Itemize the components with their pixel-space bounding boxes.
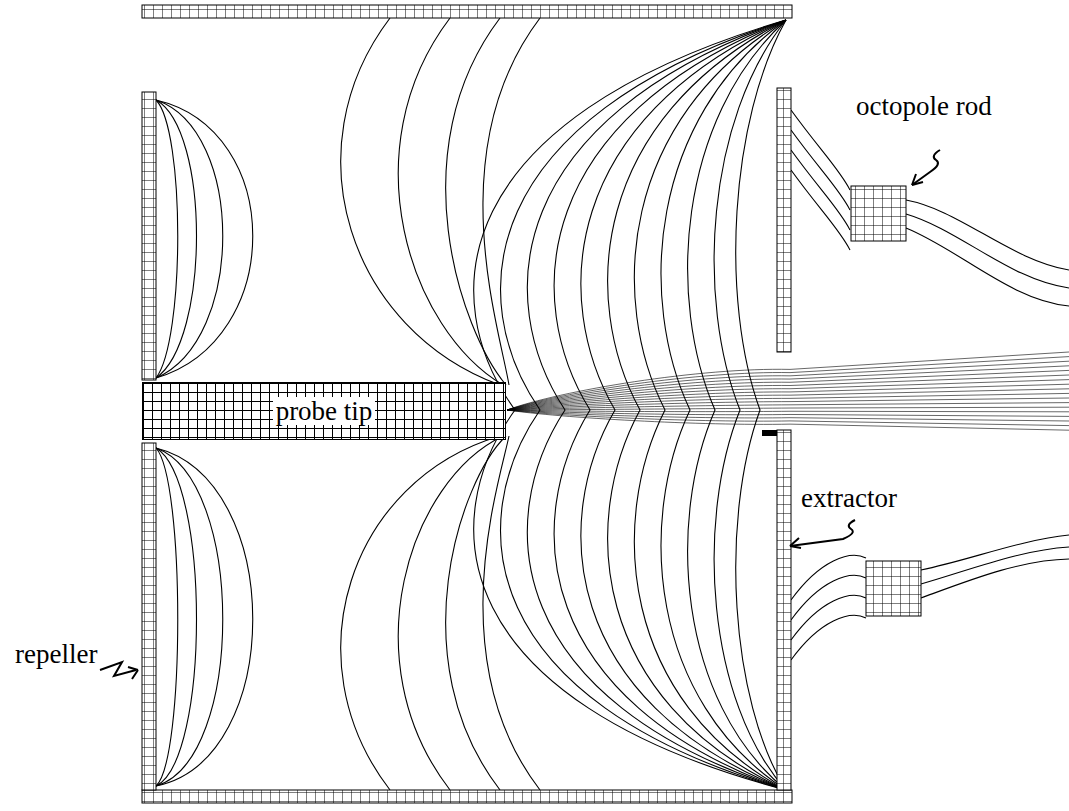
ion-trajectory xyxy=(507,410,1069,421)
equipotential-lines xyxy=(156,18,1069,790)
equipotential-line xyxy=(156,448,178,786)
equipotential-line xyxy=(906,214,1069,288)
equipotential-line xyxy=(791,150,850,230)
ion-trajectory xyxy=(507,375,1069,410)
equipotential-line xyxy=(341,18,500,385)
part-label: probe tip xyxy=(273,397,376,425)
ion-trajectory xyxy=(507,384,1069,410)
equipotential-line xyxy=(921,547,1069,584)
ion-trajectory xyxy=(507,407,1069,410)
repeller-plate xyxy=(142,443,156,790)
extractor-lip xyxy=(762,430,777,436)
equipotential-line xyxy=(906,228,1069,306)
equipotential-line xyxy=(791,595,866,640)
repeller-plate xyxy=(142,92,156,380)
equipotential-line xyxy=(791,130,850,210)
equipotential-line xyxy=(156,448,253,786)
ion-trajectory xyxy=(507,357,1069,410)
equipotential-line xyxy=(156,100,178,378)
extractor-plate xyxy=(777,430,791,790)
ion-trajectory xyxy=(507,398,1069,410)
ion-trajectory xyxy=(507,410,1069,416)
ion-trajectory xyxy=(507,393,1069,410)
top-plate xyxy=(142,5,792,18)
equipotential-line xyxy=(791,110,850,190)
equipotential-line xyxy=(156,448,223,786)
ion-trajectory xyxy=(507,403,1069,410)
equipotential-line xyxy=(156,100,253,378)
leader-arrows xyxy=(100,150,940,679)
ion-trajectory xyxy=(507,380,1069,410)
equipotential-line xyxy=(791,575,866,620)
probe-electrode: probe tip xyxy=(142,382,506,440)
equipotential-line xyxy=(398,18,503,385)
octopole-rod xyxy=(851,186,906,241)
extractor-plate xyxy=(777,88,791,352)
equipotential-line xyxy=(906,200,1069,270)
part-label: octopole rod xyxy=(853,92,995,120)
ion-trajectory xyxy=(507,352,1069,410)
part-label: repeller xyxy=(12,640,100,668)
equipotential-line xyxy=(156,100,197,378)
equipotential-line xyxy=(341,436,500,790)
ion-trajectory xyxy=(507,389,1069,410)
equipotential-line xyxy=(921,559,1069,598)
bottom-plate xyxy=(142,790,792,803)
equipotential-line xyxy=(791,615,866,660)
equipotential-line xyxy=(921,535,1069,570)
equipotential-line xyxy=(156,100,223,378)
ion-trajectory xyxy=(507,361,1069,410)
equipotential-line xyxy=(791,170,850,250)
ion-trajectory xyxy=(507,410,1069,430)
ion-trajectory xyxy=(507,370,1069,410)
ion-trajectory xyxy=(507,366,1069,410)
equipotential-line xyxy=(156,448,197,786)
part-label: extractor xyxy=(798,484,900,512)
ion-trajectory xyxy=(507,410,1069,412)
equipotential-line xyxy=(791,555,866,600)
octopole-rod xyxy=(866,561,921,616)
equipotential-line xyxy=(398,436,503,790)
ion-trajectories xyxy=(507,352,1069,430)
